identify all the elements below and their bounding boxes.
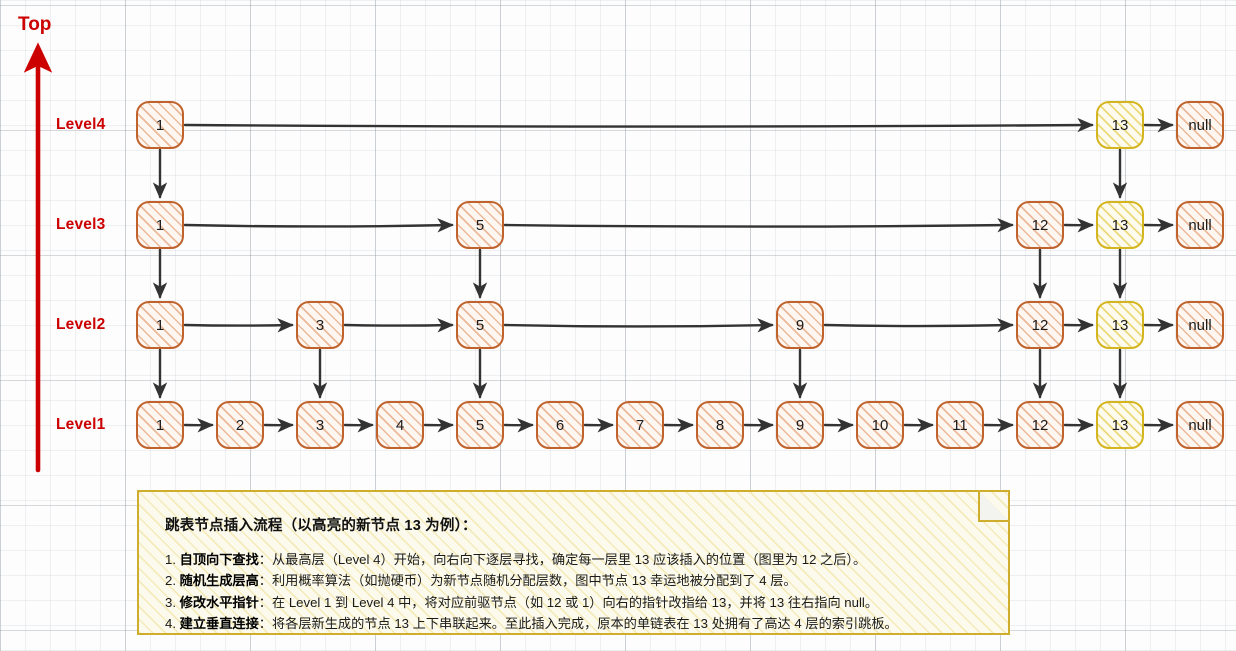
node-label: 4	[395, 416, 405, 434]
node-label: 12	[1031, 416, 1049, 434]
skiplist-node-l2-12: 12	[1016, 301, 1064, 349]
caption-item-3: 3. 修改水平指针：在 Level 1 到 Level 4 中，将对应前驱节点（…	[165, 592, 982, 613]
node-label: 5	[475, 416, 485, 434]
caption-item-number: 3.	[165, 594, 180, 610]
node-label: 3	[315, 316, 325, 334]
caption-item-number: 1.	[165, 552, 180, 567]
skiplist-node-l1-12: 12	[1016, 401, 1064, 449]
node-label: 8	[715, 416, 725, 434]
skiplist-node-l1-8: 8	[696, 401, 744, 449]
node-label: 13	[1111, 416, 1129, 434]
top-axis-label: Top	[18, 14, 52, 35]
folded-corner-icon	[978, 490, 1010, 522]
node-label: null	[1188, 316, 1212, 334]
caption-title: 跳表节点插入流程（以高亮的新节点 13 为例）：	[165, 518, 477, 534]
skiplist-node-l2-5: 5	[456, 301, 504, 349]
skiplist-node-l1-11: 11	[936, 401, 984, 449]
skiplist-node-l4-1: 1	[136, 101, 184, 149]
skiplist-node-l2-13: 13	[1096, 301, 1144, 349]
skiplist-node-l1-10: 10	[856, 401, 904, 449]
skiplist-node-l3-1: 1	[136, 201, 184, 249]
node-label: 2	[235, 416, 245, 434]
skiplist-node-l3-null: null	[1176, 201, 1224, 249]
caption-item-number: 2.	[165, 573, 180, 589]
node-label: null	[1188, 416, 1212, 434]
node-label: 1	[155, 416, 165, 434]
caption-item-number: 4.	[165, 616, 180, 632]
skiplist-node-l3-12: 12	[1016, 201, 1064, 249]
node-label: 13	[1111, 216, 1129, 234]
node-label: 1	[155, 316, 165, 334]
skiplist-node-l1-1: 1	[136, 401, 184, 449]
node-label: 11	[952, 416, 968, 434]
level-label-level1: Level1	[56, 416, 106, 433]
skiplist-node-l4-null: null	[1176, 101, 1224, 149]
caption-item-2: 2. 随机生成层高：利用概率算法（如抛硬币）为新节点随机分配层数，图中节点 13…	[165, 570, 982, 591]
skiplist-node-l2-9: 9	[776, 301, 824, 349]
node-label: 7	[635, 416, 645, 434]
level-label-level2: Level2	[56, 316, 106, 333]
node-label: 6	[555, 416, 565, 434]
level-label-level4: Level4	[56, 116, 106, 133]
node-label: 5	[475, 216, 485, 234]
node-label: 1	[155, 116, 165, 134]
caption-box: 跳表节点插入流程（以高亮的新节点 13 为例）： 1. 自顶向下查找：从最高层（…	[137, 490, 1010, 635]
skiplist-node-l1-13: 13	[1096, 401, 1144, 449]
node-label: 1	[155, 216, 165, 234]
caption-item-term: 自顶向下查找	[179, 552, 259, 567]
skiplist-node-l3-5: 5	[456, 201, 504, 249]
skiplist-node-l3-13: 13	[1096, 201, 1144, 249]
node-label: 9	[795, 416, 805, 434]
caption-item-term: 随机生成层高	[179, 573, 259, 589]
node-label: 13	[1111, 116, 1129, 134]
node-label: 5	[475, 316, 485, 334]
skiplist-node-l2-null: null	[1176, 301, 1224, 349]
caption-item-text: ：从最高层（Level 4）开始，向右向下逐层寻找，确定每一层里 13 应该插入…	[258, 552, 867, 567]
skiplist-node-l1-9: 9	[776, 401, 824, 449]
skiplist-node-l1-2: 2	[216, 401, 264, 449]
caption-item-text: ：利用概率算法（如抛硬币）为新节点随机分配层数，图中节点 13 幸运地被分配到了…	[258, 573, 797, 589]
node-label: 10	[871, 416, 889, 434]
node-label: 3	[315, 416, 325, 434]
skiplist-node-l1-7: 7	[616, 401, 664, 449]
node-label: null	[1188, 116, 1212, 134]
skiplist-node-l1-4: 4	[376, 401, 424, 449]
node-label: null	[1188, 216, 1212, 234]
node-label: 12	[1031, 216, 1049, 234]
caption-item-term: 修改水平指针	[179, 594, 259, 610]
skiplist-node-l1-6: 6	[536, 401, 584, 449]
skiplist-node-l2-1: 1	[136, 301, 184, 349]
node-label: 12	[1031, 316, 1049, 334]
skiplist-node-l2-3: 3	[296, 301, 344, 349]
node-label: 9	[795, 316, 805, 334]
caption-item-4: 4. 建立垂直连接：将各层新生成的节点 13 上下串联起来。至此插入完成，原本的…	[165, 613, 982, 634]
caption-item-1: 1. 自顶向下查找：从最高层（Level 4）开始，向右向下逐层寻找，确定每一层…	[165, 549, 982, 570]
caption-item-text: ：将各层新生成的节点 13 上下串联起来。至此插入完成，原本的单链表在 13 处…	[258, 616, 898, 632]
caption-item-text: ：在 Level 1 到 Level 4 中，将对应前驱节点（如 12 或 1）…	[258, 594, 879, 610]
skiplist-node-l1-5: 5	[456, 401, 504, 449]
skiplist-node-l4-13: 13	[1096, 101, 1144, 149]
node-label: 13	[1111, 316, 1129, 334]
skiplist-node-l1-3: 3	[296, 401, 344, 449]
caption-list: 1. 自顶向下查找：从最高层（Level 4）开始，向右向下逐层寻找，确定每一层…	[165, 549, 982, 635]
caption-item-term: 建立垂直连接	[179, 616, 259, 632]
skiplist-node-l1-null: null	[1176, 401, 1224, 449]
level-label-level3: Level3	[56, 216, 106, 233]
